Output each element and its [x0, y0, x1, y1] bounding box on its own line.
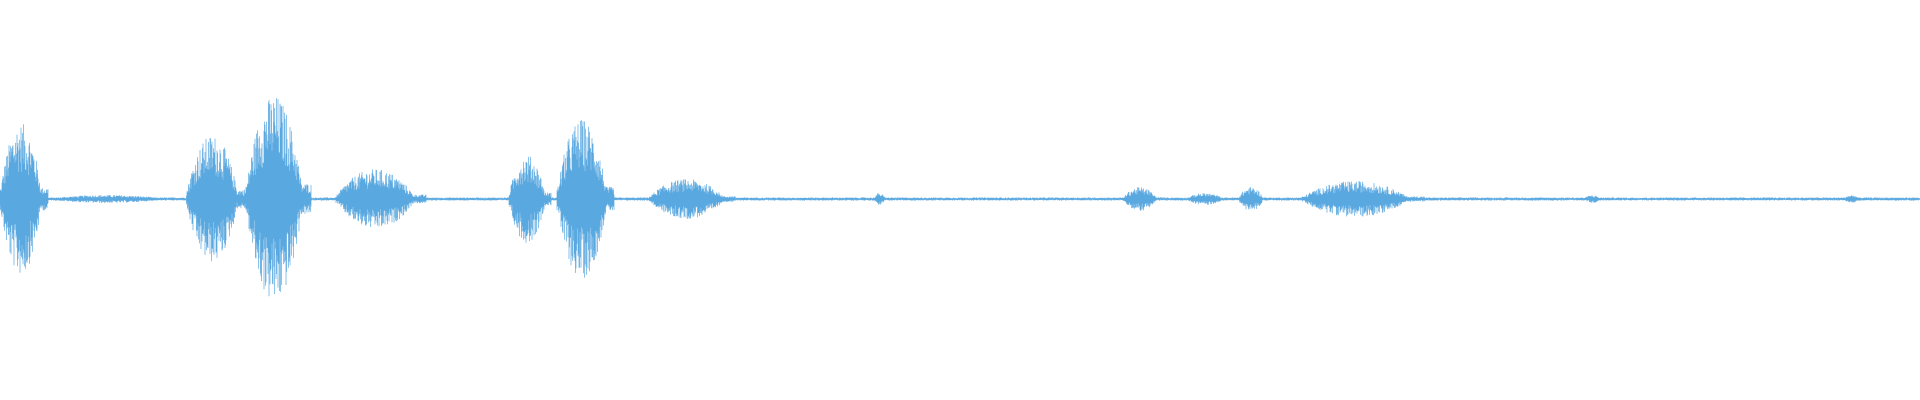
waveform-signal	[0, 98, 1920, 297]
